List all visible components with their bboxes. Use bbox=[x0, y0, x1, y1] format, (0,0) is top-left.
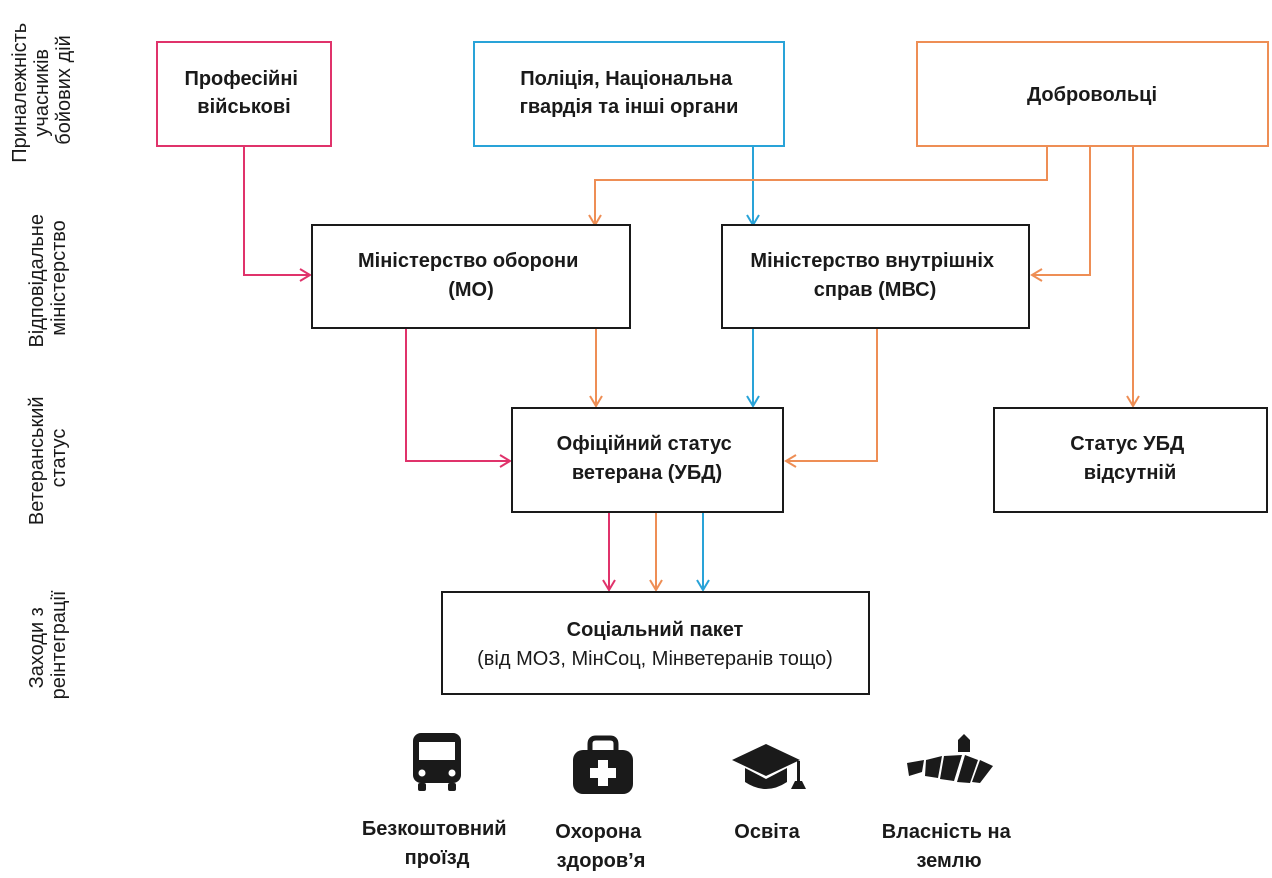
node-social-package: Соціальний пакет (від МОЗ, МінСоц, Мінве… bbox=[441, 591, 870, 695]
svg-text:Приналежність учасників: Приналежність учасників бойових дій bbox=[9, 17, 75, 162]
benefit-label-line: Освіта bbox=[734, 821, 800, 843]
node-label-line: гвардія та інші органи bbox=[520, 96, 739, 118]
arrow-mvs-to-status-orange bbox=[784, 328, 878, 468]
svg-text:Професійні військові: Професійні військові bbox=[184, 68, 303, 118]
row-label-line: реінтеграції bbox=[48, 590, 70, 699]
social-package-title: Соціальний пакет bbox=[567, 619, 744, 641]
svg-text:Заходи з реінтеграції: Заходи з реінтеграції bbox=[26, 590, 70, 699]
svg-text:Міністерство внутрішніх: Міністерство внутрішніх справ (МВС) bbox=[750, 250, 999, 301]
svg-text:Ветеранський статус: Ветеранський статус bbox=[26, 391, 70, 525]
row-label-line: учасників bbox=[31, 49, 53, 137]
svg-text:Поліція, Національна гва: Поліція, Національна гвардія та інші орг… bbox=[520, 68, 739, 118]
node-label-line: Статус УБД bbox=[1070, 433, 1184, 455]
node-label-line: (МО) bbox=[448, 279, 494, 301]
row-label-ministry: Відповідальне міністерство bbox=[26, 208, 70, 348]
svg-text:Добровольці: Добровольці bbox=[1027, 84, 1157, 106]
node-label-line: Офіційний статус bbox=[557, 433, 732, 455]
node-label-line: Добровольці bbox=[1027, 84, 1157, 106]
node-label-line: ветерана (УБД) bbox=[572, 462, 722, 484]
row-label-line: Заходи з bbox=[26, 607, 48, 688]
svg-text:Відповідальне міністерст: Відповідальне міністерство bbox=[26, 208, 70, 347]
benefit-label-line: землю bbox=[916, 850, 981, 872]
row-label-affiliation: Приналежність учасників бойових дій bbox=[9, 17, 75, 163]
benefit-label-line: Безкоштовний bbox=[362, 818, 507, 840]
benefit-label-land: Власність на землю bbox=[882, 821, 1017, 872]
node-police-guard: Поліція, Національна гвардія та інші орг… bbox=[473, 41, 785, 147]
node-label-line: Міністерство оборони bbox=[358, 250, 578, 272]
row-label-line: Приналежність bbox=[9, 23, 31, 163]
benefit-label-travel: Безкоштовний проїзд bbox=[362, 818, 512, 869]
node-ministry-interior: Міністерство внутрішніх справ (МВС) bbox=[721, 224, 1030, 329]
node-label-line: Професійні bbox=[184, 68, 298, 90]
row-label-line: міністерство bbox=[48, 220, 70, 336]
medical-kit-icon bbox=[573, 735, 633, 794]
node-official-veteran-status: Офіційний статус ветерана (УБД) bbox=[511, 407, 784, 513]
benefit-label-healthcare: Охорона здоров’я bbox=[555, 821, 647, 872]
arrow-volunteers-to-mvs bbox=[1030, 146, 1091, 282]
node-label-line: справ (МВС) bbox=[814, 279, 937, 301]
node-professional-military: Професійні військові bbox=[156, 41, 332, 147]
node-volunteers: Добровольці bbox=[916, 41, 1269, 147]
social-package-subtitle: (від МОЗ, МінСоц, Мінветеранів тощо) bbox=[477, 648, 833, 670]
svg-text:Соціальний пакет: Соціальний пакет bbox=[567, 619, 744, 641]
node-ministry-defense: Міністерство оборони (МО) bbox=[311, 224, 631, 329]
node-label-line: Міністерство внутрішніх bbox=[750, 250, 994, 272]
row-label-line: Ветеранський bbox=[26, 396, 48, 525]
arrow-mod-to-status-pink bbox=[405, 328, 512, 468]
benefit-label-education: Освіта bbox=[734, 821, 800, 843]
benefit-label-line: Власність на bbox=[882, 821, 1012, 843]
benefit-label-line: здоров’я bbox=[557, 850, 646, 872]
row-label-status: Ветеранський статус bbox=[26, 391, 70, 525]
node-label-line: військові bbox=[197, 96, 290, 118]
node-label-line: відсутній bbox=[1084, 462, 1177, 484]
node-label-line: Поліція, Національна bbox=[520, 68, 733, 90]
benefit-label-line: Охорона bbox=[555, 821, 642, 843]
bus-icon bbox=[413, 733, 461, 791]
connectors bbox=[243, 146, 1140, 592]
svg-text:Статус УБД відсутній: Статус УБД відсутній bbox=[1070, 433, 1190, 484]
graduation-cap-icon bbox=[732, 744, 806, 789]
arrow-volunteers-to-mod bbox=[588, 146, 1048, 227]
svg-text:Міністерство оборони (МО: Міністерство оборони (МО) bbox=[358, 250, 584, 301]
arrow-professional-to-mod bbox=[243, 146, 312, 282]
row-label-line: статус bbox=[48, 429, 70, 488]
benefit-label-line: проїзд bbox=[405, 847, 470, 869]
row-label-reintegration: Заходи з реінтеграції bbox=[26, 590, 70, 699]
svg-text:Офіційний статус ветеран: Офіційний статус ветерана (УБД) bbox=[557, 433, 738, 484]
row-label-line: бойових дій bbox=[53, 35, 75, 145]
land-icon bbox=[907, 734, 993, 783]
node-no-status: Статус УБД відсутній bbox=[993, 407, 1268, 513]
row-label-line: Відповідальне bbox=[26, 214, 48, 348]
svg-text:(від МОЗ, МінСоц, Мінветеранів: (від МОЗ, МінСоц, Мінветеранів тощо) bbox=[477, 648, 833, 670]
